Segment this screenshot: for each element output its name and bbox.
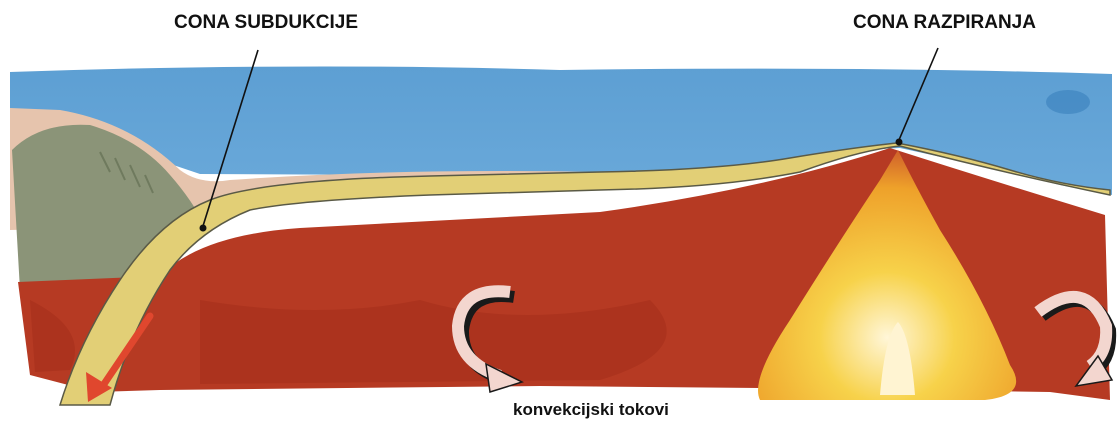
subduction-zone-label: CONA SUBDUKCIJE (174, 12, 358, 34)
spreading-zone-label: CONA RAZPIRANJA (853, 12, 1036, 34)
spreading-leader-dot (896, 139, 903, 146)
subduction-leader-dot (200, 225, 207, 232)
convection-currents-label: konvekcijski tokovi (513, 400, 669, 420)
ocean-shadow (1046, 90, 1090, 114)
